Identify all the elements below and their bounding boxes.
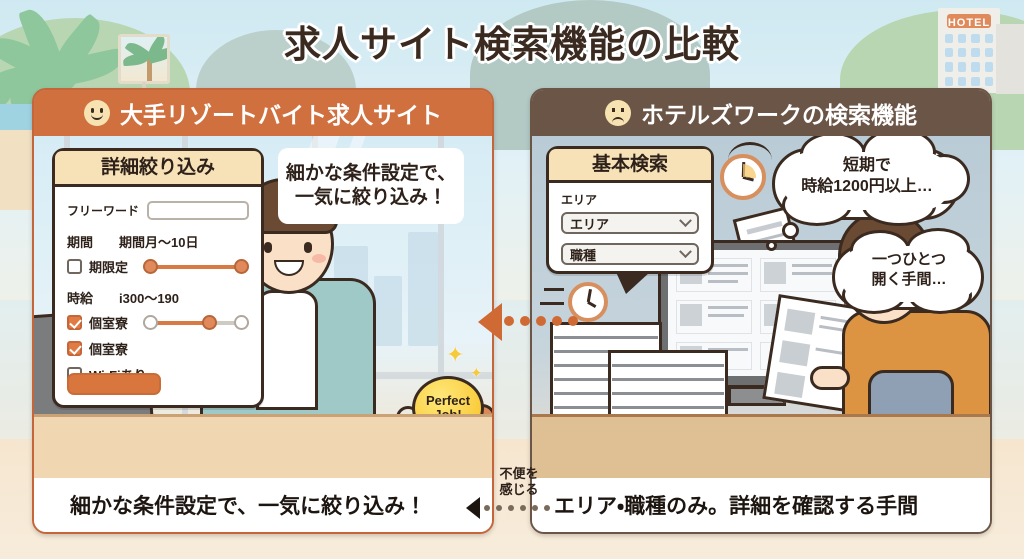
person-blush-right — [312, 254, 326, 263]
left-bubble-line2: 一気に絞り込み！ — [294, 187, 447, 208]
thought-bubble-2-text: 一つひとつ 開く手間… — [832, 250, 986, 289]
wage-row: 時給 i300〜190 — [67, 288, 249, 307]
resort-poster — [118, 34, 170, 84]
thought-bubble-2-inner — [840, 246, 978, 302]
clock-icon-secondary — [568, 282, 608, 322]
search-submit-button[interactable] — [67, 373, 161, 395]
thought1-line1: 短期で — [842, 157, 891, 174]
smiley-face-icon — [84, 100, 110, 126]
dorm-label-2: 個室寮 — [89, 342, 129, 357]
dorm-label-1: 個室寮 — [89, 316, 129, 331]
period-limited-checkbox[interactable] — [67, 259, 82, 274]
thought-bubble-1-inner — [782, 152, 952, 210]
freeword-label: フリーワード — [67, 204, 140, 218]
area-label: エリア — [561, 193, 598, 207]
detailed-search-heading: 詳細絞り込み — [55, 151, 261, 187]
right-panel-title: ホテルズワークの検索機能 — [641, 102, 917, 128]
left-bubble-line1: 細かな条件設定で、 — [285, 163, 457, 185]
clock-arrow-icon — [728, 142, 772, 160]
thought2-line1: 一つひとつ — [872, 251, 946, 268]
left-speech-bubble: 細かな条件設定で、 一気に絞り込み！ — [278, 148, 464, 224]
right-desk — [532, 414, 990, 478]
basic-search-heading: 基本検索 — [549, 149, 711, 183]
person-eye-left — [264, 242, 272, 253]
page-title: 求人サイト検索機能の比較 — [284, 24, 740, 65]
chevron-down-icon — [679, 244, 692, 258]
right-panel: ホテルズワークの検索機能 — [530, 88, 992, 534]
person-shirt — [256, 290, 318, 410]
footer-dots — [484, 505, 550, 511]
chevron-down-icon — [679, 213, 692, 227]
sparkle-icon: ✦ — [470, 365, 483, 382]
period-limited-row: 期限定 — [67, 257, 249, 276]
inconvenience-note: 不便を 感じる — [492, 466, 546, 497]
sparkle-icon: ✦ — [446, 342, 465, 367]
window-mullion — [438, 136, 444, 478]
area-select-value: エリア — [570, 216, 610, 232]
period-limited-label: 期限定 — [89, 260, 129, 275]
left-panel: 大手リゾートバイト求人サイト — [32, 88, 494, 534]
left-scene: 詳細絞り込み フリーワード 期間 期間月〜10日 期限定 — [34, 136, 492, 478]
comparison-arrow-icon — [478, 303, 502, 341]
motion-line — [544, 288, 564, 291]
city-block — [374, 276, 402, 346]
freeword-input[interactable] — [147, 201, 249, 220]
inconvenience-line2: 感じる — [499, 481, 539, 497]
period-row: 期間 期間月〜10日 — [67, 232, 249, 251]
motion-line — [540, 302, 564, 305]
detailed-search-card: 詳細絞り込み フリーワード 期間 期間月〜10日 期限定 — [52, 148, 264, 408]
left-panel-title: 大手リゾートバイト求人サイト — [120, 102, 442, 128]
job-select[interactable]: 職種 — [561, 243, 699, 265]
left-footer-text: 細かな条件設定で、一気に絞り込み！ — [70, 495, 427, 518]
city-block — [408, 232, 438, 346]
hotel-annex — [996, 24, 1024, 94]
freeword-row: フリーワード — [67, 201, 249, 220]
period-slider[interactable] — [143, 259, 249, 275]
comparison-dots — [504, 316, 578, 326]
sad-face-icon — [605, 100, 631, 126]
person-hand — [810, 366, 850, 390]
hotel-sign: HOTEL — [946, 13, 992, 29]
basic-search-card: 基本検索 エリア エリア 職種 — [546, 146, 714, 274]
inconvenience-line1: 不便を — [499, 466, 539, 481]
left-panel-header: 大手リゾートバイト求人サイト — [34, 90, 492, 136]
area-select[interactable]: エリア — [561, 212, 699, 234]
right-footer: エリア・職種のみ。詳細を確認する手間 — [532, 478, 990, 532]
clock-icon — [720, 154, 766, 200]
wage-value: i300〜190 — [119, 291, 180, 306]
thought-dot — [782, 222, 799, 239]
footer-arrow-icon — [466, 497, 480, 519]
period-value: 期間月〜10日 — [119, 235, 199, 250]
thought1-line2: 時給1200円以上… — [801, 177, 933, 195]
right-scene: 基本検索 エリア エリア 職種 短期で — [532, 136, 990, 478]
dorm-checkbox-1[interactable] — [67, 315, 82, 330]
perfect-job-line1: Perfect — [425, 392, 471, 408]
hotel-windows — [945, 33, 993, 87]
basic-search-card-tail — [616, 272, 650, 294]
left-footer: 細かな条件設定で、一気に絞り込み！ — [34, 478, 492, 532]
dorm-row-2: 個室寮 — [67, 339, 249, 358]
wage-slider[interactable] — [143, 315, 249, 331]
dorm-checkbox-2[interactable] — [67, 341, 82, 356]
job-select-value: 職種 — [570, 247, 597, 263]
period-label: 期間 — [67, 235, 94, 250]
thought2-line2: 開く手間… — [871, 270, 947, 288]
left-desk — [34, 414, 492, 478]
person-eye-right — [304, 242, 312, 253]
wage-label: 時給 — [67, 291, 94, 306]
dorm-row-1: 個室寮 — [67, 313, 249, 332]
hotel-building: HOTEL — [938, 8, 1000, 93]
right-footer-text: エリア・職種のみ。詳細を確認する手間 — [554, 495, 919, 518]
thought-dot — [766, 240, 777, 251]
thought-bubble-1-text: 短期で 時給1200円以上… — [772, 156, 962, 198]
right-panel-header: ホテルズワークの検索機能 — [532, 90, 990, 136]
